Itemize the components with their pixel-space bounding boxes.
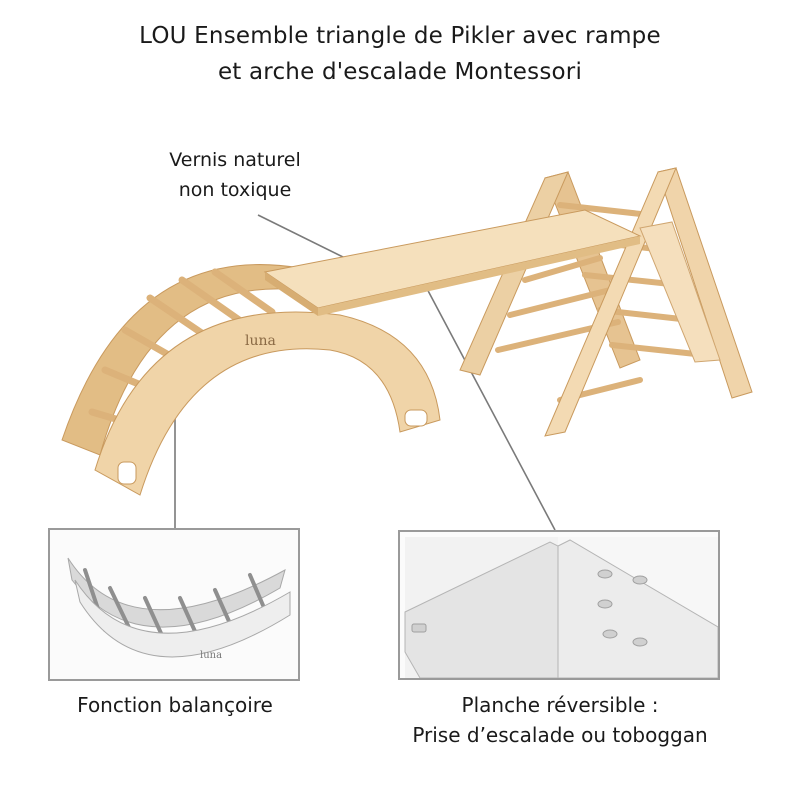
- leader-lines: [174, 214, 556, 531]
- varnish-callout-line-1: Vernis naturel: [169, 149, 301, 171]
- arch-front-side: [94, 311, 441, 496]
- triangle-front-panel: [639, 221, 721, 363]
- plank-inset: [398, 530, 720, 680]
- climbing-hold: [632, 575, 648, 585]
- ramp-plank: [263, 209, 642, 316]
- product-title: LOU Ensemble triangle de Pikler avec ram…: [0, 18, 800, 90]
- plank-callout-line-1: Planche réversible :: [461, 693, 659, 717]
- pikler-triangle: [459, 167, 753, 437]
- plank-edge-front: [318, 236, 640, 316]
- title-line-2: et arche d'escalade Montessori: [217, 59, 583, 85]
- swing-inset: luna: [48, 528, 300, 681]
- swing-arch-front: [74, 579, 291, 658]
- swing-callout: Fonction balançoire: [77, 693, 273, 717]
- swing-inset-image: luna: [67, 557, 291, 661]
- climbing-hold: [597, 569, 613, 579]
- climbing-hold: [632, 637, 648, 647]
- plank-edge-left: [265, 272, 318, 316]
- swing-brand-logo: luna: [200, 650, 222, 661]
- climbing-hold: [597, 599, 613, 609]
- climbing-holds: [597, 569, 648, 647]
- plank-callout-line-2: Prise d’escalade ou toboggan: [412, 723, 708, 747]
- climbing-hold: [602, 629, 618, 639]
- plank-notch: [411, 623, 427, 633]
- arch-handle-right: [404, 409, 428, 427]
- title-line-1: LOU Ensemble triangle de Pikler avec ram…: [139, 23, 661, 49]
- arch-handle-left: [117, 461, 137, 485]
- varnish-leader-line: [257, 214, 346, 259]
- brand-logo: luna: [245, 333, 276, 349]
- plank-leader-line: [424, 284, 556, 531]
- plank-callout: Planche réversible : Prise d’escalade ou…: [340, 690, 780, 750]
- plank-inset-image: [404, 537, 719, 679]
- varnish-callout: Vernis naturel non toxique: [140, 145, 330, 205]
- varnish-callout-line-2: non toxique: [178, 179, 292, 201]
